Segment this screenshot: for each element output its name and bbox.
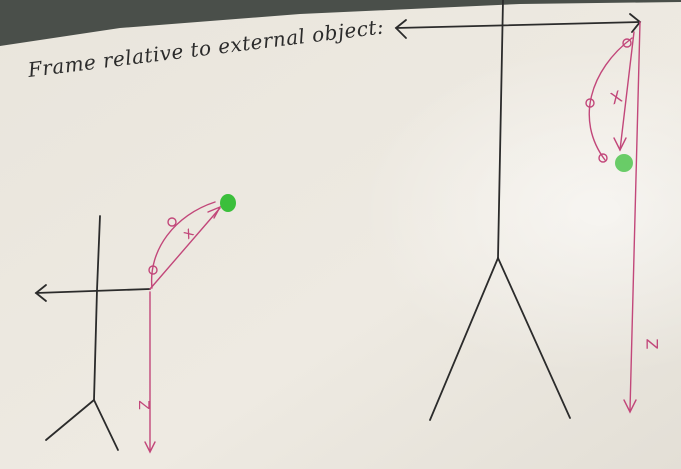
right-figure-hand-left <box>394 19 407 39</box>
right-arc <box>588 37 633 161</box>
left-figure-hand-left <box>34 284 47 302</box>
left-green-dot <box>220 194 236 212</box>
left-small-circle-2 <box>167 217 177 227</box>
left-frame-diagram <box>144 201 222 454</box>
right-figure-leg-left <box>429 257 499 421</box>
right-green-dot <box>615 154 633 172</box>
right-figure-body <box>497 0 504 259</box>
left-figure-arms <box>35 288 151 294</box>
left-figure-leg-left <box>45 399 95 441</box>
left-frame-line <box>149 207 221 290</box>
right-frame-diagram <box>585 21 641 414</box>
right-figure-arms <box>395 21 641 29</box>
left-arrow-head <box>207 205 222 219</box>
right-z-arrow <box>623 399 637 414</box>
left-small-circle-1 <box>148 265 158 275</box>
right-z-axis <box>629 21 641 411</box>
left-z-arrow <box>144 441 156 454</box>
right-frame-line <box>619 31 635 151</box>
right-stick-figure <box>394 0 642 421</box>
right-arrow-head <box>613 137 627 152</box>
left-stick-figure <box>34 215 151 451</box>
right-z-label: Z <box>642 338 662 350</box>
right-figure-leg-right <box>497 257 571 419</box>
right-small-circle-1 <box>622 38 632 48</box>
left-z-label: Z <box>134 400 151 410</box>
wall-top-strip <box>0 0 681 46</box>
right-small-circle-2 <box>585 98 595 108</box>
right-small-circle-3 <box>598 153 608 163</box>
left-figure-leg-right <box>93 399 119 451</box>
left-arc <box>150 201 216 289</box>
